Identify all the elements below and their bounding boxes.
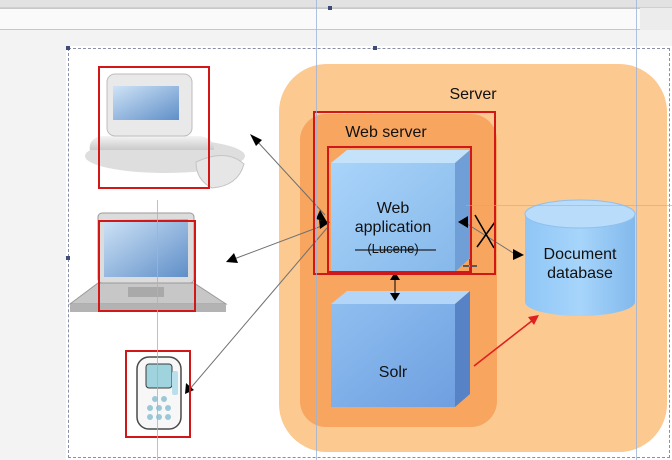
document-database-label-line2: database <box>547 265 613 282</box>
selection-handle-left-mid[interactable] <box>66 256 70 260</box>
vertical-guide <box>316 0 317 460</box>
web-application-label-line2: application <box>354 219 432 236</box>
selection-handle-top-mid[interactable] <box>373 46 377 50</box>
web-application-label-line1: Web <box>376 200 410 217</box>
vertical-guide <box>636 0 637 460</box>
selection-handle-ruler[interactable] <box>328 6 332 10</box>
web-server-label: Web server <box>345 124 427 141</box>
top-ruler-track <box>0 0 672 8</box>
desktop-computer-icon <box>85 73 245 189</box>
selection-laptop[interactable] <box>98 220 196 312</box>
selection-frame[interactable] <box>68 48 670 458</box>
solr-to-database-arrow[interactable] <box>473 315 539 367</box>
mobile-phone-icon <box>136 356 182 430</box>
selection-handle-top-left[interactable] <box>66 46 70 50</box>
document-database-label-line1: Document <box>543 246 617 263</box>
vertical-guide <box>157 200 158 460</box>
server-label: Server <box>449 86 497 103</box>
laptop-icon <box>68 212 228 312</box>
solr-box[interactable] <box>331 291 470 407</box>
selection-desktop[interactable] <box>98 66 210 189</box>
connector-app-to-database[interactable] <box>458 214 524 260</box>
solr-label: Solr <box>378 364 408 381</box>
horizontal-ruler[interactable] <box>0 8 640 30</box>
selection-web-server[interactable] <box>313 111 496 275</box>
selection-web-application[interactable] <box>327 146 472 273</box>
lucene-label: (Lucene) <box>367 241 419 256</box>
horizontal-guide <box>466 205 672 206</box>
selection-phone[interactable] <box>125 350 191 438</box>
connector-app-solr[interactable] <box>390 272 400 301</box>
web-application-box[interactable] <box>331 150 470 272</box>
document-database-cylinder[interactable] <box>524 199 636 316</box>
